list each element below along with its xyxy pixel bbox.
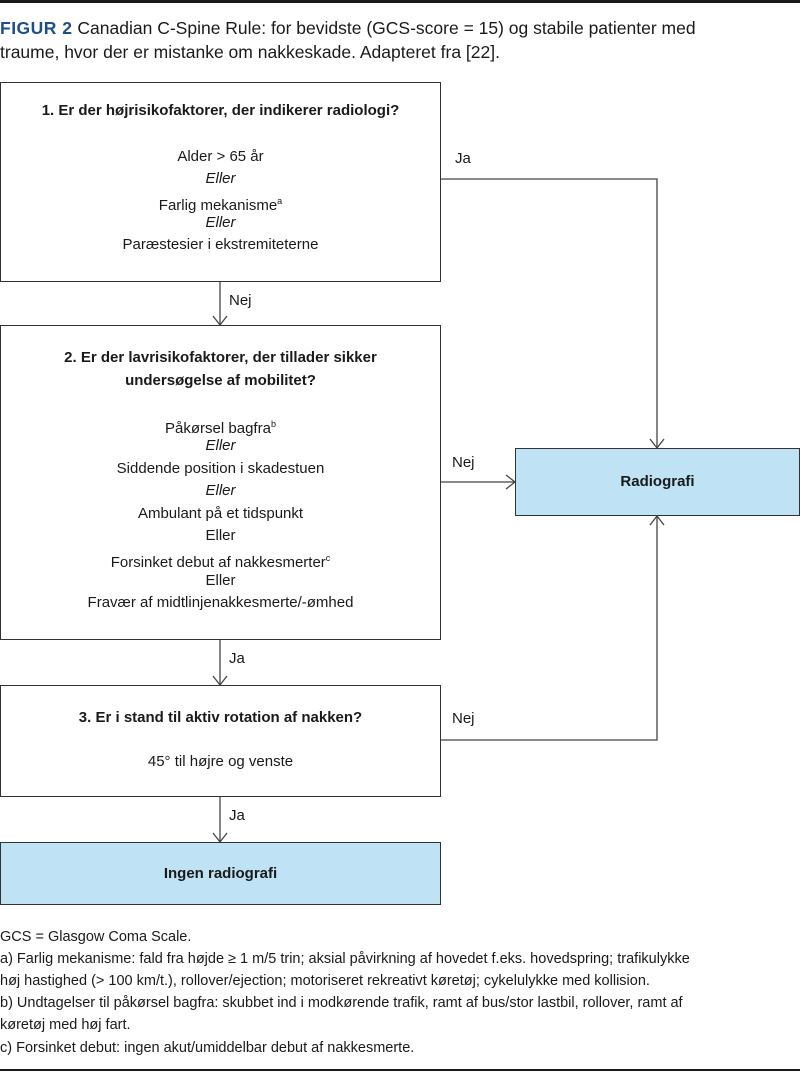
result-box-ingen-radiografi: Ingen radiografi — [0, 842, 441, 905]
criterion-paresthesia: Paræstesier i ekstremiteterne — [122, 236, 319, 253]
question-1: 1. Er der højrisikofaktorer, der indiker… — [41, 102, 400, 119]
figure-label: FIGUR 2 — [0, 18, 73, 38]
arrow-label-ja-2: Ja — [229, 650, 245, 667]
rotation-criterion: 45° til højre og venste — [147, 753, 294, 770]
or-text: Eller — [205, 214, 236, 231]
footnote-marker-a: a — [277, 196, 283, 206]
question-2-line-1: 2. Er der lavrisikofaktorer, der tillade… — [64, 349, 377, 366]
or-text: Eller — [205, 482, 236, 499]
footnote-marker-b: b — [270, 419, 276, 429]
arrow-label-ja-1: Ja — [455, 150, 471, 167]
or-text: Eller — [205, 437, 236, 454]
footnote-gcs: GCS = Glasgow Coma Scale. — [0, 929, 192, 945]
caption-line-2: traume, hvor der er mistanke om nakkeska… — [0, 42, 500, 62]
criterion-age: Alder > 65 år — [177, 148, 264, 165]
or-text: Eller — [205, 527, 236, 544]
question-box-3: 3. Er i stand til aktiv rotation af nakk… — [0, 685, 441, 797]
footnote-marker-c: c — [325, 553, 331, 563]
result-ingen-label: Ingen radiografi — [163, 865, 278, 882]
criterion-dangerous-mechanism: Farlig mekanismea — [158, 196, 283, 214]
footnote-b-line-2: køretøj med høj fart. — [0, 1017, 131, 1033]
criterion-rear-end: Påkørsel bagfrab — [165, 419, 276, 437]
bottom-rule — [0, 1069, 800, 1071]
criterion-sitting: Siddende position i skadestuen — [116, 460, 325, 477]
caption-line-1: FIGUR 2 Canadian C-Spine Rule: for bevid… — [0, 16, 800, 40]
question-box-2: 2. Er der lavrisikofaktorer, der tillade… — [0, 325, 441, 640]
arrow-label-nej-2: Nej — [452, 454, 475, 471]
footnote-b-line-1: b) Undtagelser til påkørsel bagfra: skub… — [0, 995, 683, 1011]
arrow-label-ja-3: Ja — [229, 807, 245, 824]
criterion-ambulatory: Ambulant på et tidspunkt — [137, 505, 304, 522]
arrow-label-nej-1: Nej — [229, 292, 252, 309]
question-3: 3. Er i stand til aktiv rotation af nakk… — [78, 709, 363, 726]
arrowhead-nej-3 — [649, 514, 665, 526]
connector-nej-3 — [441, 516, 658, 741]
criterion-no-midline-pain: Fravær af midtlinjenakkesmerte/-ømhed — [87, 594, 354, 611]
footnote-c: c) Forsinket debut: ingen akut/umiddelba… — [0, 1040, 415, 1056]
criterion-delayed-onset: Forsinket debut af nakkesmerterc — [110, 553, 331, 571]
or-text: Eller — [205, 572, 236, 589]
result-box-radiografi: Radiografi — [515, 448, 800, 516]
result-radiografi-label: Radiografi — [620, 473, 695, 490]
top-rule — [0, 0, 800, 3]
caption-text-1: Canadian C-Spine Rule: for bevidste (GCS… — [77, 18, 696, 38]
question-2-line-2: undersøgelse af mobilitet? — [125, 372, 316, 389]
question-box-1: 1. Er der højrisikofaktorer, der indiker… — [0, 82, 441, 282]
footnote-a-line-2: høj hastighed (> 100 km/t.), rollover/ej… — [0, 973, 650, 989]
footnote-a-line-1: a) Farlig mekanisme: fald fra højde ≥ 1 … — [0, 951, 690, 967]
figure-caption: FIGUR 2 Canadian C-Spine Rule: for bevid… — [0, 16, 800, 64]
connector-ja-1 — [441, 178, 658, 448]
or-text: Eller — [205, 170, 236, 187]
arrow-label-nej-3: Nej — [452, 710, 475, 727]
